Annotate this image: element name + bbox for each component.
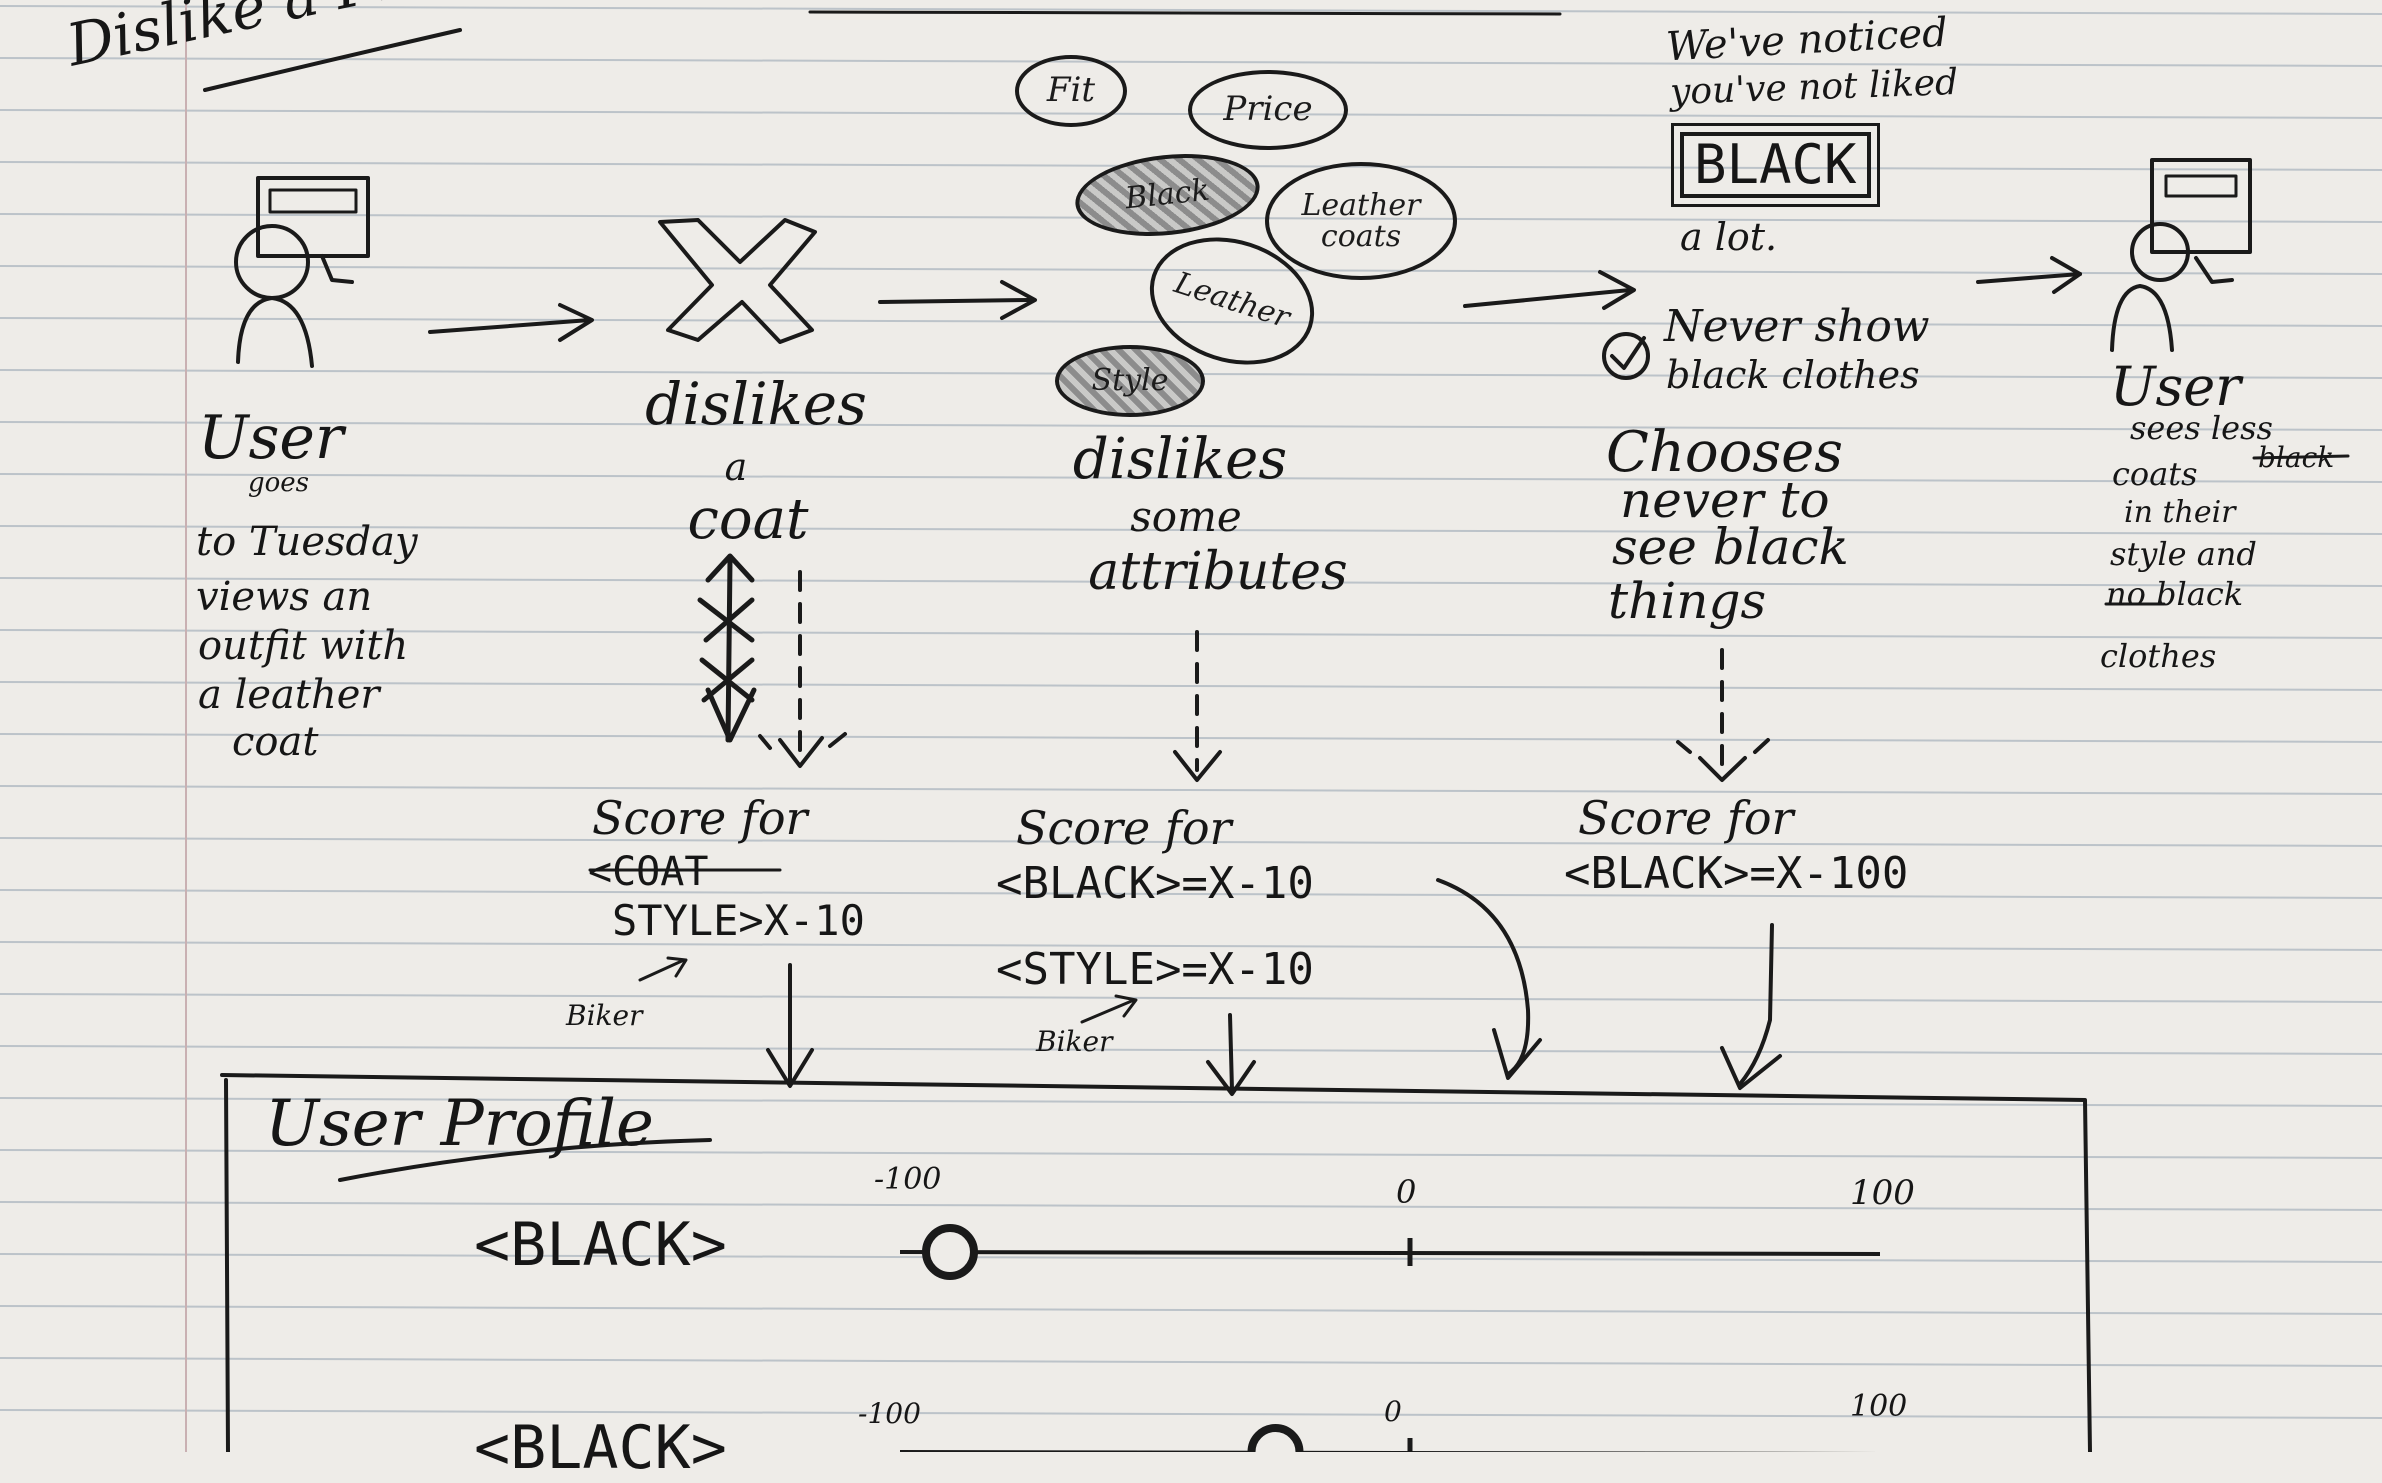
ruled-line — [0, 889, 2382, 899]
ruled-line — [0, 785, 2382, 795]
slider-track — [899, 1250, 1881, 1256]
step4-line: never to — [1620, 471, 1830, 529]
step1-line: goes — [248, 468, 310, 498]
step2-score-heading: Score for — [592, 791, 808, 845]
ruled-line — [0, 57, 2382, 67]
scribbled-arrows — [697, 553, 757, 743]
notebook-page — [0, 0, 2382, 1452]
ruled-line — [0, 473, 2382, 483]
step3-annotation: Biker — [1036, 1025, 1113, 1058]
profile-row-max: 100 — [1850, 1389, 1908, 1424]
profile-title: User Profile — [265, 1087, 654, 1161]
step3-line: attributes — [1088, 542, 1348, 602]
step4-score-value: <BLACK>=X-100 — [1564, 848, 1909, 899]
user-at-screen-icon — [234, 176, 370, 368]
step5-line: clothes — [2100, 637, 2217, 675]
step1-line: views an — [196, 574, 373, 620]
flow-arrow — [878, 298, 1032, 304]
step5-line: in their — [2124, 495, 2236, 530]
step2-annotation: Biker — [566, 999, 643, 1032]
ruled-line — [0, 629, 2382, 639]
step4-line: Chooses — [1606, 420, 1843, 485]
ruled-line — [0, 1045, 2382, 1055]
attribute-bubble-fit[interactable]: Fit — [1015, 55, 1127, 127]
step1-line: coat — [232, 719, 319, 765]
ruled-line — [0, 993, 2382, 1003]
ruled-line — [0, 265, 2382, 275]
profile-row-min: -100 — [874, 1162, 942, 1197]
ruled-line — [0, 1149, 2382, 1159]
step4-line: things — [1608, 572, 1767, 630]
check-circle-icon — [1602, 332, 1650, 380]
step5-line: no black — [2106, 575, 2244, 613]
step5-struck: black — [2258, 441, 2335, 474]
step4-line: see black — [1612, 518, 1849, 576]
profile-sliders — [899, 1224, 1881, 1452]
flow-arrow — [428, 318, 592, 334]
notice-tail: a lot. — [1680, 215, 1778, 259]
step1-line: to Tuesday — [196, 519, 418, 565]
profile-row-max: 100 — [1850, 1173, 1915, 1213]
ruled-line — [0, 1201, 2382, 1211]
step5-line: sees less — [2130, 409, 2273, 447]
notice-line: you've not liked — [1669, 61, 1959, 114]
ruled-line — [0, 1097, 2382, 1107]
ruled-line — [0, 1305, 2382, 1315]
ruled-line — [0, 577, 2382, 587]
step4-score-heading: Score for — [1578, 791, 1794, 845]
attribute-bubble-price[interactable]: Price — [1188, 70, 1348, 150]
attribute-bubble-style[interactable]: Style — [1055, 345, 1205, 417]
ruled-line — [0, 1357, 2382, 1367]
profile-row-mid: 0 — [1384, 1395, 1402, 1428]
step3-score-line1: <BLACK>=X-10 — [996, 858, 1314, 909]
ruled-line — [0, 317, 2382, 327]
ruled-line — [0, 5, 2382, 15]
never-show-option[interactable]: Never show — [1664, 301, 1930, 352]
ruled-lines — [0, 5, 2382, 1419]
curved-arrow — [1436, 878, 1531, 1076]
profile-row-mid: 0 — [1396, 1173, 1417, 1211]
step5-line: style and — [2110, 535, 2257, 573]
step2-score-value: STYLE>X-10 — [612, 896, 865, 945]
title-underline — [203, 28, 462, 92]
step3-score-heading: Score for — [1016, 801, 1232, 855]
step1-heading: User — [198, 403, 344, 473]
step2-score-struck: <COAT — [588, 849, 709, 895]
step1-line: outfit with — [198, 623, 409, 669]
ruled-line — [0, 681, 2382, 691]
notice-boxed-attribute: BLACK — [1671, 123, 1880, 207]
ruled-line — [0, 837, 2382, 847]
attribute-bubble-leather-coats[interactable]: Leather coats — [1265, 162, 1457, 280]
ruled-line — [0, 421, 2382, 431]
step5-line: coats — [2112, 455, 2198, 493]
slider-knob[interactable] — [1247, 1424, 1304, 1452]
flow-arrow — [1463, 288, 1632, 308]
ruled-line — [0, 525, 2382, 535]
ruled-line — [0, 1409, 2382, 1419]
flow-arrow — [1976, 272, 2082, 284]
ruled-line — [0, 1253, 2382, 1263]
step2-line: coat — [687, 487, 809, 552]
user-at-screen-icon — [2110, 158, 2252, 352]
step3-line: dislikes — [1072, 427, 1288, 492]
step1-line: a leather — [198, 672, 380, 718]
never-show-option-detail: black clothes — [1666, 353, 1920, 397]
step2-line: a — [724, 445, 748, 489]
profile-title-underline — [338, 1138, 712, 1182]
ruled-line — [0, 941, 2382, 951]
step5-heading: User — [2110, 355, 2241, 418]
dislike-x-icon — [658, 218, 817, 344]
step3-line: some — [1130, 492, 1242, 541]
ruled-line — [0, 733, 2382, 743]
step2-line: dislikes — [645, 370, 867, 438]
profile-row-min: -100 — [858, 1397, 921, 1430]
profile-row-label: <BLACK> — [474, 1210, 727, 1280]
slider-knob[interactable] — [922, 1224, 978, 1280]
user-profile-box — [220, 1073, 2092, 1452]
profile-row-label: <BLACK> — [474, 1413, 727, 1483]
step3-score-line2: <STYLE>=X-10 — [996, 944, 1314, 995]
